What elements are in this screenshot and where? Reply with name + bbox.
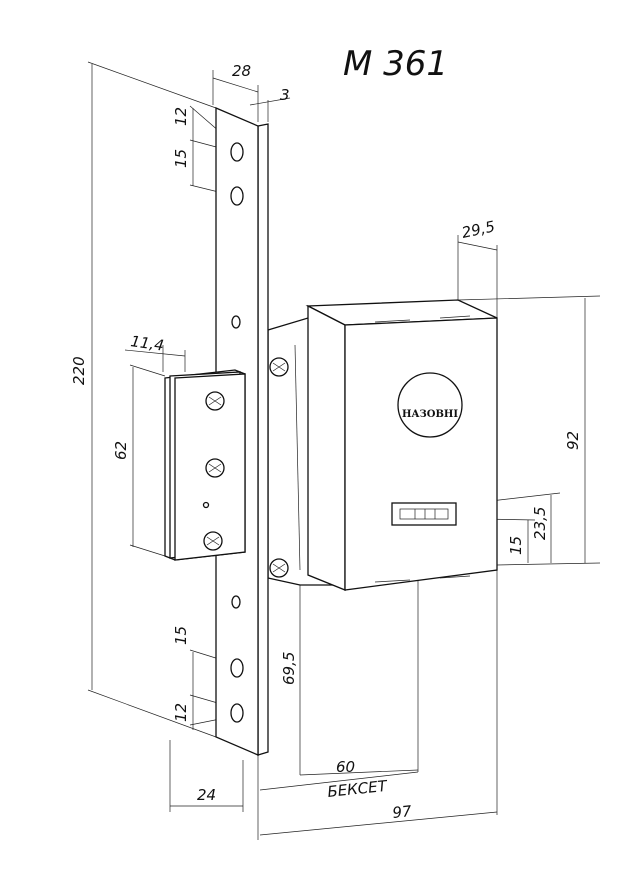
lock-case — [267, 299, 498, 591]
dim-key-center: 23,5 — [531, 507, 549, 540]
bolt-block — [164, 369, 246, 561]
dim-bolt-height: 62 — [112, 441, 130, 460]
dim-top-hole-spacing: 15 — [172, 149, 190, 168]
dim-faceplate-bottom-width: 24 — [197, 786, 216, 804]
screws — [202, 357, 289, 578]
dim-case-height: 92 — [564, 431, 582, 450]
screw-icon — [269, 558, 289, 578]
dim-key-offset: 15 — [507, 536, 525, 555]
dim-backset: 60 — [336, 758, 355, 776]
badge-text: НАЗОВНІ — [402, 409, 458, 420]
mounting-holes — [230, 142, 244, 723]
dim-total-depth: 97 — [392, 802, 413, 822]
badge: НАЗОВНІ — [397, 372, 463, 438]
screw-icon — [205, 458, 225, 478]
dim-bottom-hole-spacing: 15 — [172, 626, 190, 645]
dim-lower-offset: 69,5 — [280, 652, 298, 685]
dim-faceplate-thickness: 3 — [280, 86, 290, 104]
model-title: M 361 — [343, 44, 448, 84]
key-slot — [391, 502, 457, 526]
dim-bottom-hole-offset: 12 — [172, 703, 190, 722]
dim-total-height: 220 — [70, 356, 88, 385]
screw-icon — [269, 357, 289, 377]
screw-icon — [203, 531, 223, 551]
backset-label: БЕКСЕТ — [327, 777, 390, 801]
dim-top-hole-offset: 12 — [172, 107, 190, 126]
dim-faceplate-width: 28 — [232, 62, 251, 80]
dim-bolt-projection: 11,4 — [129, 332, 165, 354]
dim-case-depth: 29,5 — [460, 217, 496, 242]
screw-icon — [205, 391, 225, 411]
